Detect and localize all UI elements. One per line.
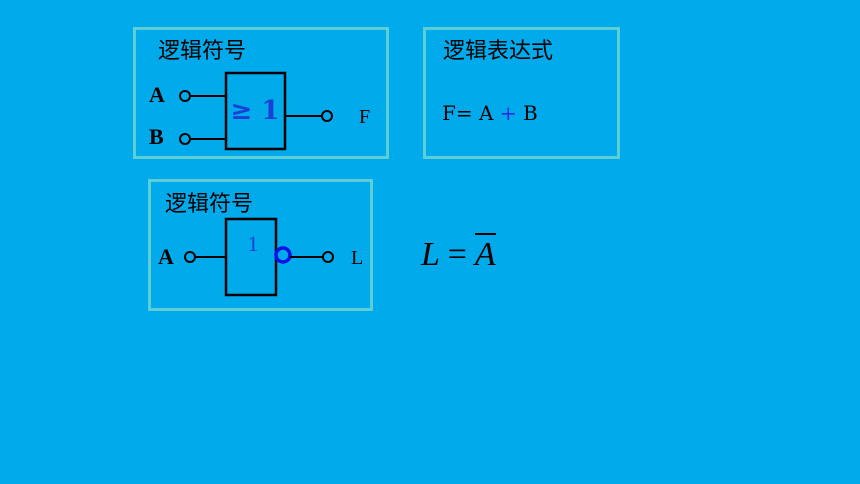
output-terminal [322,251,334,263]
formula-var-a: A [479,101,494,125]
output-label: L [351,247,363,269]
formula-lhs: L [421,236,440,273]
inversion-bubble [274,246,292,264]
output-terminal [321,110,333,122]
not-gate-panel: 逻辑符号 A 1 L [148,179,373,311]
input-a-terminal [184,251,196,263]
input-a-label: A [149,82,165,107]
input-a-terminal [179,90,191,102]
formula-equals: = [447,236,467,273]
not-gate-symbol: 1 [248,231,259,256]
or-gate-diagram: A B ≥ 1 F [149,71,370,151]
input-b-label: B [149,124,164,149]
or-gate-panel: 逻辑符号 A B ≥ 1 F [133,27,389,159]
or-expression-panel: 逻辑表达式 F= A + B [423,27,620,159]
formula-var-a-negated: A [474,233,496,273]
input-a-label: A [158,244,174,269]
not-gate-diagram: A 1 L [158,217,363,297]
formula-lhs: F= [442,101,473,125]
or-gate-symbol: ≥ 1 [231,96,280,126]
or-formula: F= A + B [442,101,538,125]
formula-var-b: B [522,101,538,125]
output-label: F [359,106,370,128]
panel-title: 逻辑符号 [158,39,247,64]
input-b-terminal [179,133,191,145]
formula-operator: + [499,101,517,125]
panel-title: 逻辑符号 [165,192,254,217]
or-gate-body [224,71,287,151]
not-formula: L = A [421,233,496,274]
panel-title: 逻辑表达式 [443,39,554,64]
